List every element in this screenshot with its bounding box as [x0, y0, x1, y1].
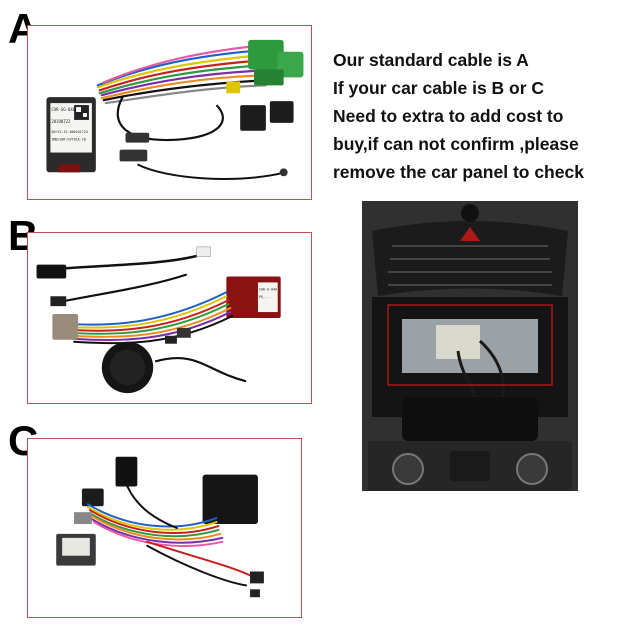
module-b-line2: PX_...: [259, 295, 271, 299]
cable-loop: [116, 96, 224, 142]
cable-harness-a-image: CAR-SG-048 20190722 SW:V2.32.000101724 I…: [46, 39, 304, 180]
green-connector: [248, 39, 284, 70]
wire-bundle: [96, 44, 267, 105]
module-b-line1: CAR-G-04A: [259, 287, 277, 291]
gray-connector: [52, 314, 79, 340]
cable-harness-b-image: CAR-G-04A PX_...: [36, 246, 281, 394]
large-connector: [202, 474, 258, 525]
hazard-icon: [460, 227, 480, 241]
module-a-line1: CAR-SG-048: [51, 107, 75, 112]
wire-bundle: [67, 291, 234, 345]
antenna-plug: [36, 264, 67, 279]
car-dashboard-photo: [362, 201, 578, 491]
notice-line-3: Need to extra to add cost to: [333, 106, 564, 126]
module-a-line3: SW:V2.32.000101724: [51, 130, 87, 134]
module-a-line2: 20190722: [51, 119, 71, 124]
wire-bundle: [86, 485, 255, 587]
cable-photo-a: CAR-SG-048 20190722 SW:V2.32.000101724 I…: [27, 25, 312, 200]
black-connector: [240, 105, 266, 131]
dashboard-interior-image: [362, 201, 578, 491]
black-connector: [115, 456, 138, 487]
cable-harness-c-image: [56, 456, 264, 598]
notice-line-4: buy,if can not confirm ,please: [333, 134, 579, 154]
cable-photo-c: [27, 438, 302, 618]
module-a-line4: INN/SWF:GVT01A-70: [51, 138, 85, 142]
notice-line-1: Our standard cable is A: [333, 50, 529, 70]
antenna-plug: [125, 132, 150, 143]
notice-line-2: If your car cable is B or C: [333, 78, 545, 98]
notice-line-5: remove the car panel to check: [333, 162, 584, 182]
cable-notice: Our standard cable is A If your car cabl…: [333, 46, 633, 186]
highlight-frame: [387, 304, 553, 386]
knob-icon: [461, 204, 479, 222]
climate-knob-icon: [392, 453, 424, 485]
cable-photo-b: CAR-G-04A PX_...: [27, 232, 312, 404]
